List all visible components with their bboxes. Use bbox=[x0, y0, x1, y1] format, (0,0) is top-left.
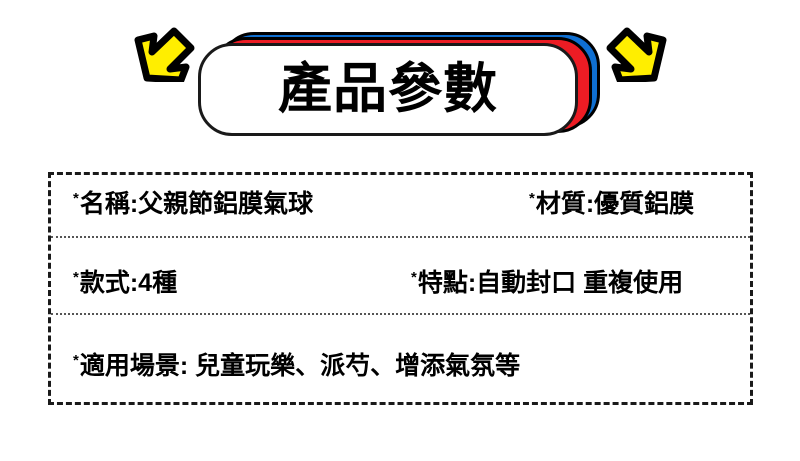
bullet-star: * bbox=[73, 190, 79, 207]
spec-text: 款式:4種 bbox=[79, 269, 178, 297]
spec-row: * 名稱:父親節鋁膜氣球 * 材質:優質鋁膜 bbox=[51, 175, 750, 238]
spec-row: * 適用場景: 兒童玩樂、派芍、增添氣氛等 bbox=[51, 315, 750, 402]
arrow-down-right-icon bbox=[134, 22, 196, 87]
bullet-star: * bbox=[529, 190, 535, 207]
bullet-star: * bbox=[411, 269, 417, 286]
spec-cell-name: * 名稱:父親節鋁膜氣球 bbox=[73, 190, 314, 219]
arrow-down-left-icon bbox=[605, 22, 667, 87]
spec-text: 材質:優質鋁膜 bbox=[535, 190, 695, 218]
spec-table: * 名稱:父親節鋁膜氣球 * 材質:優質鋁膜 * 款式:4種 * 特點:自動封口… bbox=[48, 172, 753, 405]
spec-cell-scene: * 適用場景: 兒童玩樂、派芍、增添氣氛等 bbox=[73, 352, 521, 381]
bullet-star: * bbox=[73, 352, 79, 369]
spec-text: 名稱:父親節鋁膜氣球 bbox=[79, 190, 314, 218]
spec-cell-style: * 款式:4種 bbox=[73, 269, 178, 298]
banner-white-face: 產品參數 bbox=[198, 43, 578, 136]
spec-cell-feature: * 特點:自動封口 重複使用 bbox=[411, 269, 684, 298]
title-banner: 產品參數 bbox=[198, 32, 602, 136]
spec-cell-material: * 材質:優質鋁膜 bbox=[529, 190, 695, 219]
spec-text: 適用場景: 兒童玩樂、派芍、增添氣氛等 bbox=[79, 352, 521, 380]
bullet-star: * bbox=[73, 269, 79, 286]
spec-text: 特點:自動封口 重複使用 bbox=[417, 269, 684, 297]
spec-row: * 款式:4種 * 特點:自動封口 重複使用 bbox=[51, 238, 750, 315]
page-title: 產品參數 bbox=[278, 58, 498, 119]
